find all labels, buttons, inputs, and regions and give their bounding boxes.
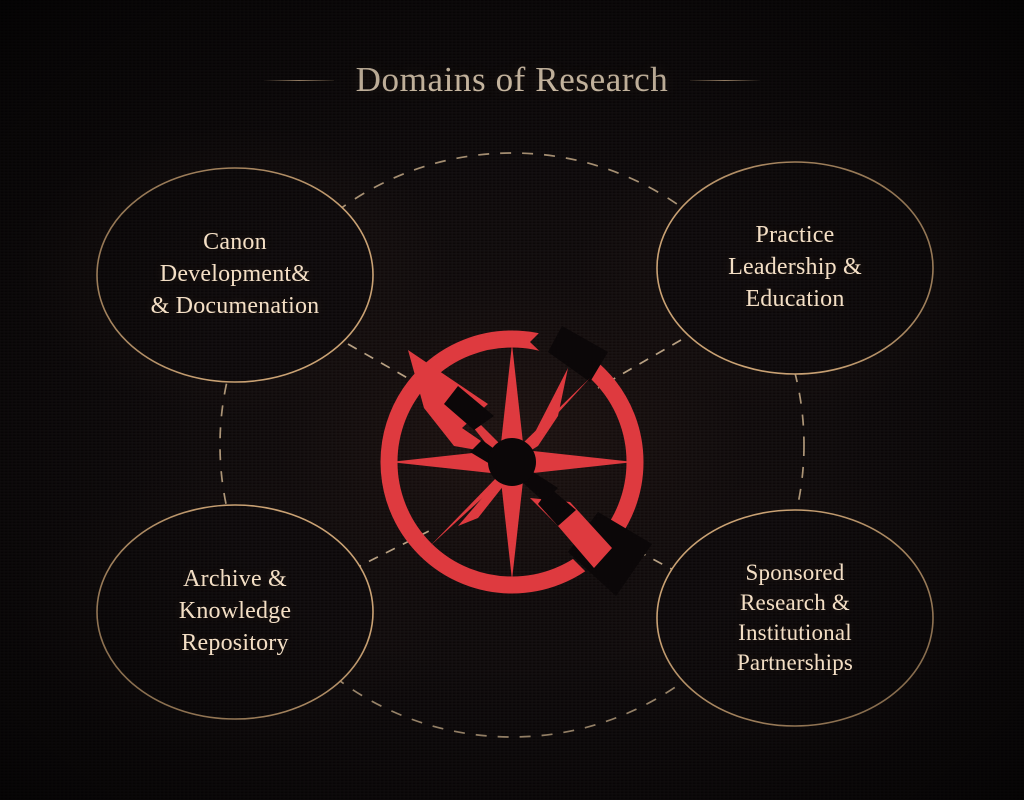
title-rule-right-icon [690,79,761,81]
node-archive-line-1: Archive & [183,566,287,593]
node-sponsored-line-1: Sponsored [745,560,845,586]
node-canon-line-1: Canon [203,229,267,256]
title-rule-left-icon [263,79,334,81]
node-practice-line-2: Leadership & [728,254,862,281]
node-practice-label: Practice Leadership & Education [714,220,876,316]
compass-rose-emblem [362,312,662,612]
node-sponsored-line-3: Institutional [738,620,852,645]
node-archive-repository[interactable]: Archive & Knowledge Repository [97,505,373,719]
node-canon-line-3: & Documenation [150,292,320,319]
node-sponsored-research[interactable]: Sponsored Research & Institutional Partn… [657,510,933,726]
node-archive-line-3: Repository [181,629,289,656]
node-canon-line-2: Development& [159,261,311,288]
node-sponsored-line-4: Partnerships [736,649,854,675]
node-archive-line-2: Knowledge [178,598,292,625]
page-header: Domains of Research [0,52,1024,108]
node-canon-label: Canon Development& & Documenation [137,227,334,323]
node-canon-development[interactable]: Canon Development& & Documenation [97,168,373,382]
compass-center-hole [488,438,536,486]
node-practice-leadership[interactable]: Practice Leadership & Education [657,162,933,374]
node-archive-label: Archive & Knowledge Repository [165,564,305,660]
node-sponsored-label: Sponsored Research & Institutional Partn… [723,558,867,678]
node-practice-line-3: Education [745,285,845,312]
compass-rose-icon [380,326,652,596]
node-sponsored-line-2: Research & [740,590,850,616]
node-practice-line-1: Practice [755,222,835,249]
page-title: Domains of Research [355,60,669,99]
